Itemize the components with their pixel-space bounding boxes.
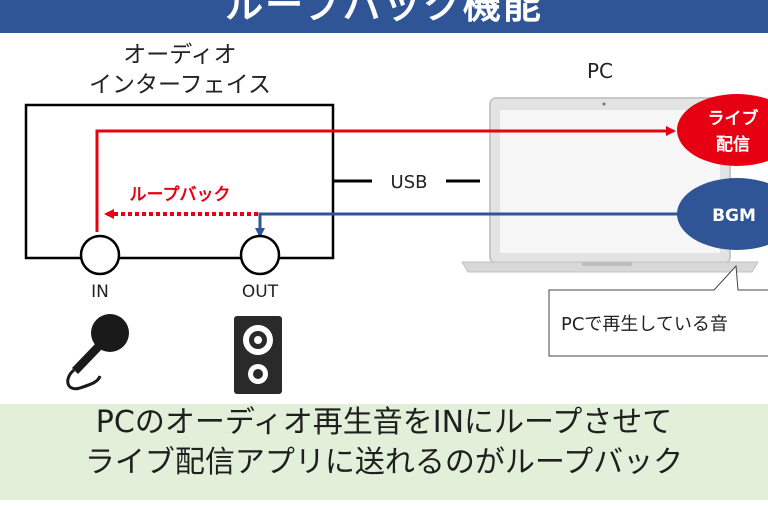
speaker-icon (234, 316, 282, 394)
out-port (239, 234, 281, 276)
caption-line-2: ライブ配信アプリに送れるのがループバック (84, 445, 684, 480)
microphone-icon (66, 314, 129, 391)
audio-interface-box (24, 103, 335, 260)
usb-label: USB (391, 172, 428, 193)
interface-label-line1: オーディオ (123, 42, 236, 68)
bgm-bubble-label: BGM (712, 206, 756, 226)
pc-label: PC (587, 59, 613, 83)
interface-label-line2: インターフェイス (89, 72, 271, 98)
callout-box (548, 264, 768, 357)
header-title: ループバック機能 (225, 0, 543, 27)
out-port-label: OUT (242, 282, 279, 302)
loopback-label: ループバック (130, 184, 231, 205)
bgm-bubble (677, 178, 768, 250)
in-port-label: IN (91, 282, 109, 302)
live-bubble-line2: 配信 (716, 134, 750, 155)
caption-band (0, 404, 768, 500)
caption-line-1: PCのオーディオ再生音をINにループさせて (95, 405, 673, 440)
header-bar: ループバック機能 (0, 0, 768, 33)
live-bubble-line1: ライブ (708, 108, 759, 129)
bgm-signal-arrow (255, 212, 678, 238)
callout-text: PCで再生している音 (561, 314, 728, 335)
live-signal-arrow (95, 126, 676, 232)
in-port (79, 234, 121, 276)
live-stream-bubble (677, 94, 768, 166)
